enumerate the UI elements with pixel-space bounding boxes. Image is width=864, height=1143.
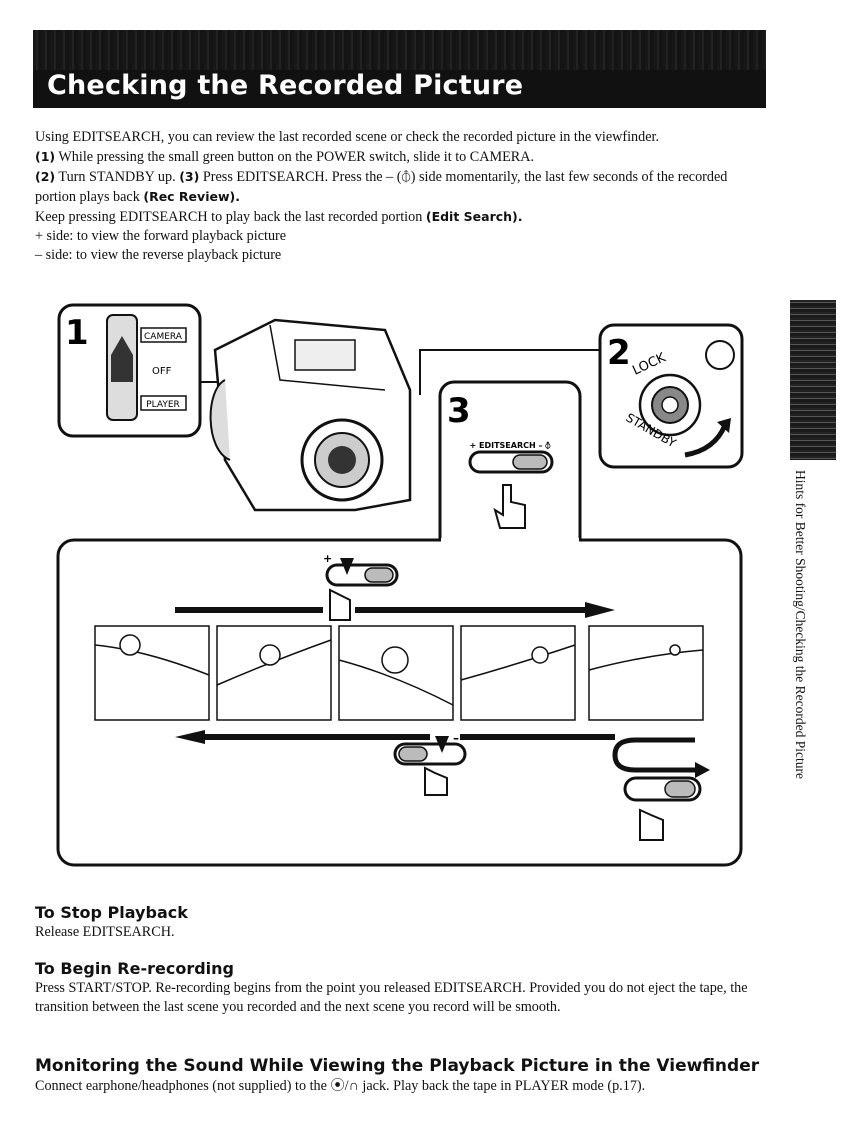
- keep-pressing-instruction: Keep pressing EDITSEARCH to play back th…: [35, 207, 770, 227]
- skier-figure: [531, 646, 549, 664]
- step3-text: Press EDITSEARCH. Press the – (⦽) side m…: [35, 169, 728, 205]
- rerecording-heading: To Begin Re-recording: [35, 959, 234, 978]
- scene-frame: [460, 625, 576, 721]
- intro-line: Using EDITSEARCH, you can review the las…: [35, 129, 660, 145]
- monitor-sound-text: Connect earphone/headphones (not supplie…: [35, 1078, 646, 1094]
- section-tab-marker: [790, 300, 836, 460]
- minus-side-note: – side: to view the reverse playback pic…: [35, 247, 282, 263]
- camera-label: CAMERA: [144, 332, 183, 342]
- editsearch-illustration: 1 CAMERA OFF PLAYER 2 LOCK STANDBY 3: [56, 303, 744, 867]
- step1-instruction: (1) While pressing the small green butto…: [35, 147, 770, 167]
- intro-text: Using EDITSEARCH, you can review the las…: [35, 128, 770, 265]
- audio-indicator-icon: [705, 340, 735, 370]
- step2-text: Turn STANDBY up.: [55, 169, 180, 185]
- rec-review-term: (Rec Review).: [143, 189, 240, 204]
- plus-mark: +: [323, 552, 332, 565]
- forward-editsearch-control: +: [175, 552, 615, 621]
- rotate-arrow-icon: [684, 423, 728, 458]
- plus-side-note: + side: to view the forward playback pic…: [35, 228, 287, 244]
- page-title: Checking the Recorded Picture: [47, 70, 524, 101]
- title-bar: Checking the Recorded Picture: [33, 30, 766, 108]
- rerecording-text: Press START/STOP. Re-recording begins fr…: [35, 980, 748, 1015]
- keep-text: Keep pressing EDITSEARCH to play back th…: [35, 209, 426, 225]
- player-label: PLAYER: [146, 400, 180, 410]
- finger-press-icon: [493, 484, 526, 529]
- scene-frame: [588, 625, 704, 721]
- stop-playback-text: Release EDITSEARCH.: [35, 924, 175, 940]
- stop-playback-heading: To Stop Playback: [35, 903, 188, 922]
- step1-label: 1: [65, 313, 89, 353]
- reverse-arrow-icon: [175, 730, 205, 744]
- section-tab-label: Hints for Better Shooting/Checking the R…: [793, 470, 808, 779]
- skier-figure: [669, 644, 681, 656]
- step2-label: 2: [607, 333, 631, 373]
- rerecording-section: To Begin Re-recording Press START/STOP. …: [35, 958, 775, 1017]
- scene-frame: [216, 625, 332, 721]
- stop-playback-section: To Stop Playback Release EDITSEARCH.: [35, 902, 775, 942]
- skier-figure: [119, 634, 141, 656]
- skier-figure: [259, 644, 281, 666]
- step3-label: 3: [447, 391, 471, 431]
- step2-number: (2): [35, 169, 56, 184]
- scene-frame: [94, 625, 210, 721]
- finger-reverse-icon: [424, 766, 448, 796]
- step3-number: (3): [179, 169, 200, 184]
- power-switch-knob: [111, 336, 133, 382]
- title-bar-texture: [33, 30, 766, 70]
- reverse-editsearch-control: –: [175, 730, 615, 796]
- forward-arrow-icon: [585, 602, 615, 618]
- editsearch-label: + EDITSEARCH – ⦽: [470, 441, 552, 450]
- skier-figure: [381, 646, 409, 674]
- editsearch-panel: 3 + EDITSEARCH – ⦽: [419, 349, 600, 554]
- monitor-sound-section: Monitoring the Sound While Viewing the P…: [35, 1056, 775, 1096]
- finger-release-icon: [639, 808, 664, 841]
- camcorder-drawing: [209, 318, 412, 512]
- standby-dial-panel: 2 LOCK STANDBY: [598, 323, 744, 469]
- finger-forward-icon: [329, 588, 351, 621]
- minus-mark: –: [453, 731, 459, 745]
- step1-number: (1): [35, 149, 56, 164]
- edit-search-term: (Edit Search).: [425, 209, 523, 224]
- playback-scene-frames: [94, 625, 704, 721]
- step1-text: While pressing the small green button on…: [55, 149, 535, 165]
- release-control: [612, 737, 710, 841]
- power-switch-panel: 1 CAMERA OFF PLAYER: [57, 303, 202, 438]
- off-label: OFF: [152, 366, 172, 377]
- step2-3-instruction: (2) Turn STANDBY up. (3) Press EDITSEARC…: [35, 167, 770, 207]
- monitor-sound-heading: Monitoring the Sound While Viewing the P…: [35, 1056, 760, 1076]
- loop-arrow-icon: [612, 737, 695, 773]
